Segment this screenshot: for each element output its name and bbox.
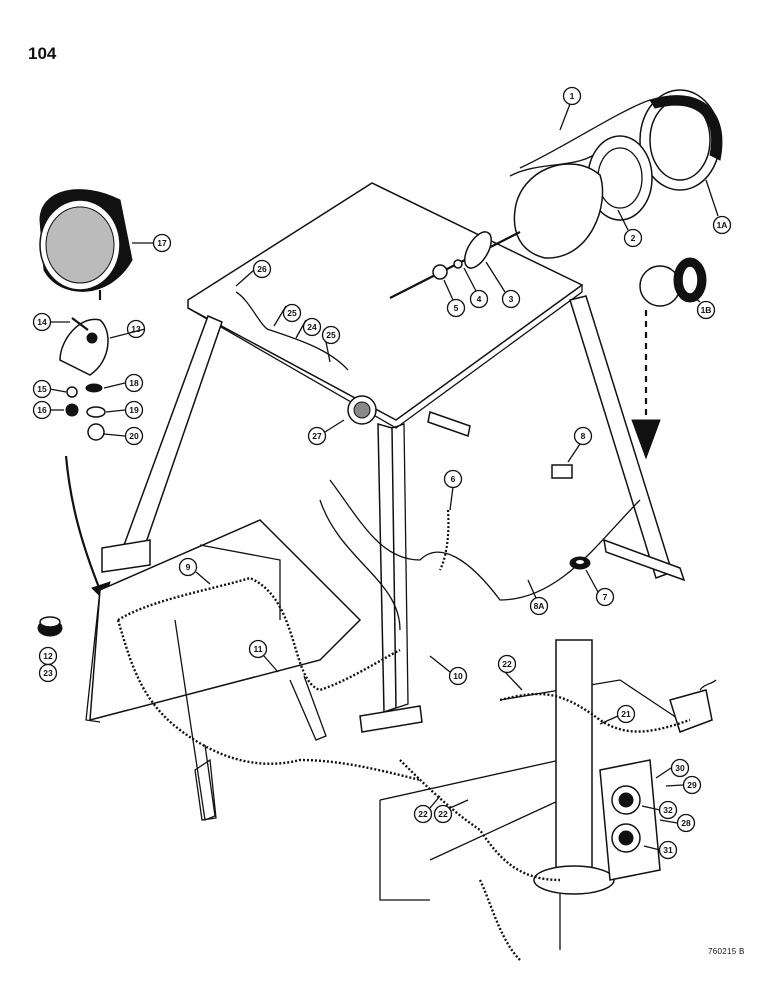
svg-text:22: 22 (502, 659, 512, 669)
callout-15: 15 (32, 379, 52, 399)
fender-panel (37, 464, 641, 821)
svg-text:24: 24 (307, 322, 317, 332)
svg-text:6: 6 (451, 474, 456, 484)
svg-text:8A: 8A (534, 601, 545, 611)
callout-19: 19 (124, 400, 144, 420)
svg-text:2: 2 (631, 233, 636, 243)
svg-text:17: 17 (157, 238, 167, 248)
callout-13: 13 (126, 319, 146, 339)
callout-8A: 8A (529, 596, 549, 616)
callout-14: 14 (32, 312, 52, 332)
headlamp-assembly (389, 89, 723, 460)
page-number: 104 (28, 44, 57, 63)
callout-18: 18 (124, 373, 144, 393)
callout-3: 3 (501, 289, 521, 309)
svg-text:27: 27 (312, 431, 322, 441)
svg-text:10: 10 (453, 671, 463, 681)
callout-5: 5 (446, 298, 466, 318)
svg-text:5: 5 (454, 303, 459, 313)
svg-text:1: 1 (570, 91, 575, 101)
callout-6: 6 (443, 469, 463, 489)
canopy-frame (101, 182, 686, 733)
seat-console (379, 639, 717, 961)
svg-text:18: 18 (129, 378, 139, 388)
svg-text:20: 20 (129, 431, 139, 441)
svg-text:25: 25 (287, 308, 297, 318)
work-light (39, 189, 133, 601)
callout-25-a: 25 (282, 303, 302, 323)
svg-text:14: 14 (37, 317, 47, 327)
svg-text:13: 13 (131, 324, 141, 334)
callout-22-left: 22 (413, 804, 433, 824)
callout-26: 26 (252, 259, 272, 279)
callout-16: 16 (32, 400, 52, 420)
svg-text:25: 25 (326, 330, 336, 340)
svg-text:22: 22 (418, 809, 428, 819)
callout-28: 28 (676, 813, 696, 833)
svg-text:9: 9 (186, 562, 191, 572)
callout-22-top: 22 (497, 654, 517, 674)
callout-11: 11 (248, 639, 268, 659)
svg-text:16: 16 (37, 405, 47, 415)
callout-1: 1 (562, 86, 582, 106)
callout-32: 32 (658, 800, 678, 820)
callout-12: 12 (38, 646, 58, 666)
callout-10: 10 (448, 666, 468, 686)
callout-1B: 1B (696, 300, 716, 320)
callout-4: 4 (469, 289, 489, 309)
svg-text:12: 12 (43, 651, 53, 661)
callout-7: 7 (595, 587, 615, 607)
callout-23: 23 (38, 663, 58, 683)
drawing-id: 760215 B (708, 947, 745, 956)
callout-22-right: 22 (433, 804, 453, 824)
callout-24: 24 (302, 317, 322, 337)
svg-text:23: 23 (43, 668, 53, 678)
callout-9: 9 (178, 557, 198, 577)
svg-text:11: 11 (254, 644, 263, 654)
callout-25-b: 25 (321, 325, 341, 345)
svg-text:26: 26 (257, 264, 267, 274)
svg-text:28: 28 (681, 818, 691, 828)
svg-text:30: 30 (675, 763, 685, 773)
callout-30: 30 (670, 758, 690, 778)
callout-1A: 1A (712, 215, 732, 235)
callout-31: 31 (658, 840, 678, 860)
svg-text:19: 19 (129, 405, 139, 415)
svg-text:1B: 1B (701, 305, 712, 315)
callout-2: 2 (623, 228, 643, 248)
svg-text:31: 31 (663, 845, 673, 855)
svg-text:7: 7 (603, 592, 608, 602)
callout-17: 17 (152, 233, 172, 253)
callout-21: 21 (616, 704, 636, 724)
callout-20: 20 (124, 426, 144, 446)
svg-text:8: 8 (581, 431, 586, 441)
svg-text:4: 4 (477, 294, 482, 304)
callout-29: 29 (682, 775, 702, 795)
svg-text:32: 32 (663, 805, 673, 815)
svg-text:3: 3 (509, 294, 514, 304)
svg-text:22: 22 (438, 809, 448, 819)
svg-text:1A: 1A (717, 220, 728, 230)
svg-text:29: 29 (687, 780, 697, 790)
callout-8: 8 (573, 426, 593, 446)
marker-light-lens (353, 401, 371, 419)
svg-text:15: 15 (37, 384, 47, 394)
leader-lines (49, 103, 719, 851)
svg-text:21: 21 (621, 709, 631, 719)
callout-27: 27 (307, 426, 327, 446)
